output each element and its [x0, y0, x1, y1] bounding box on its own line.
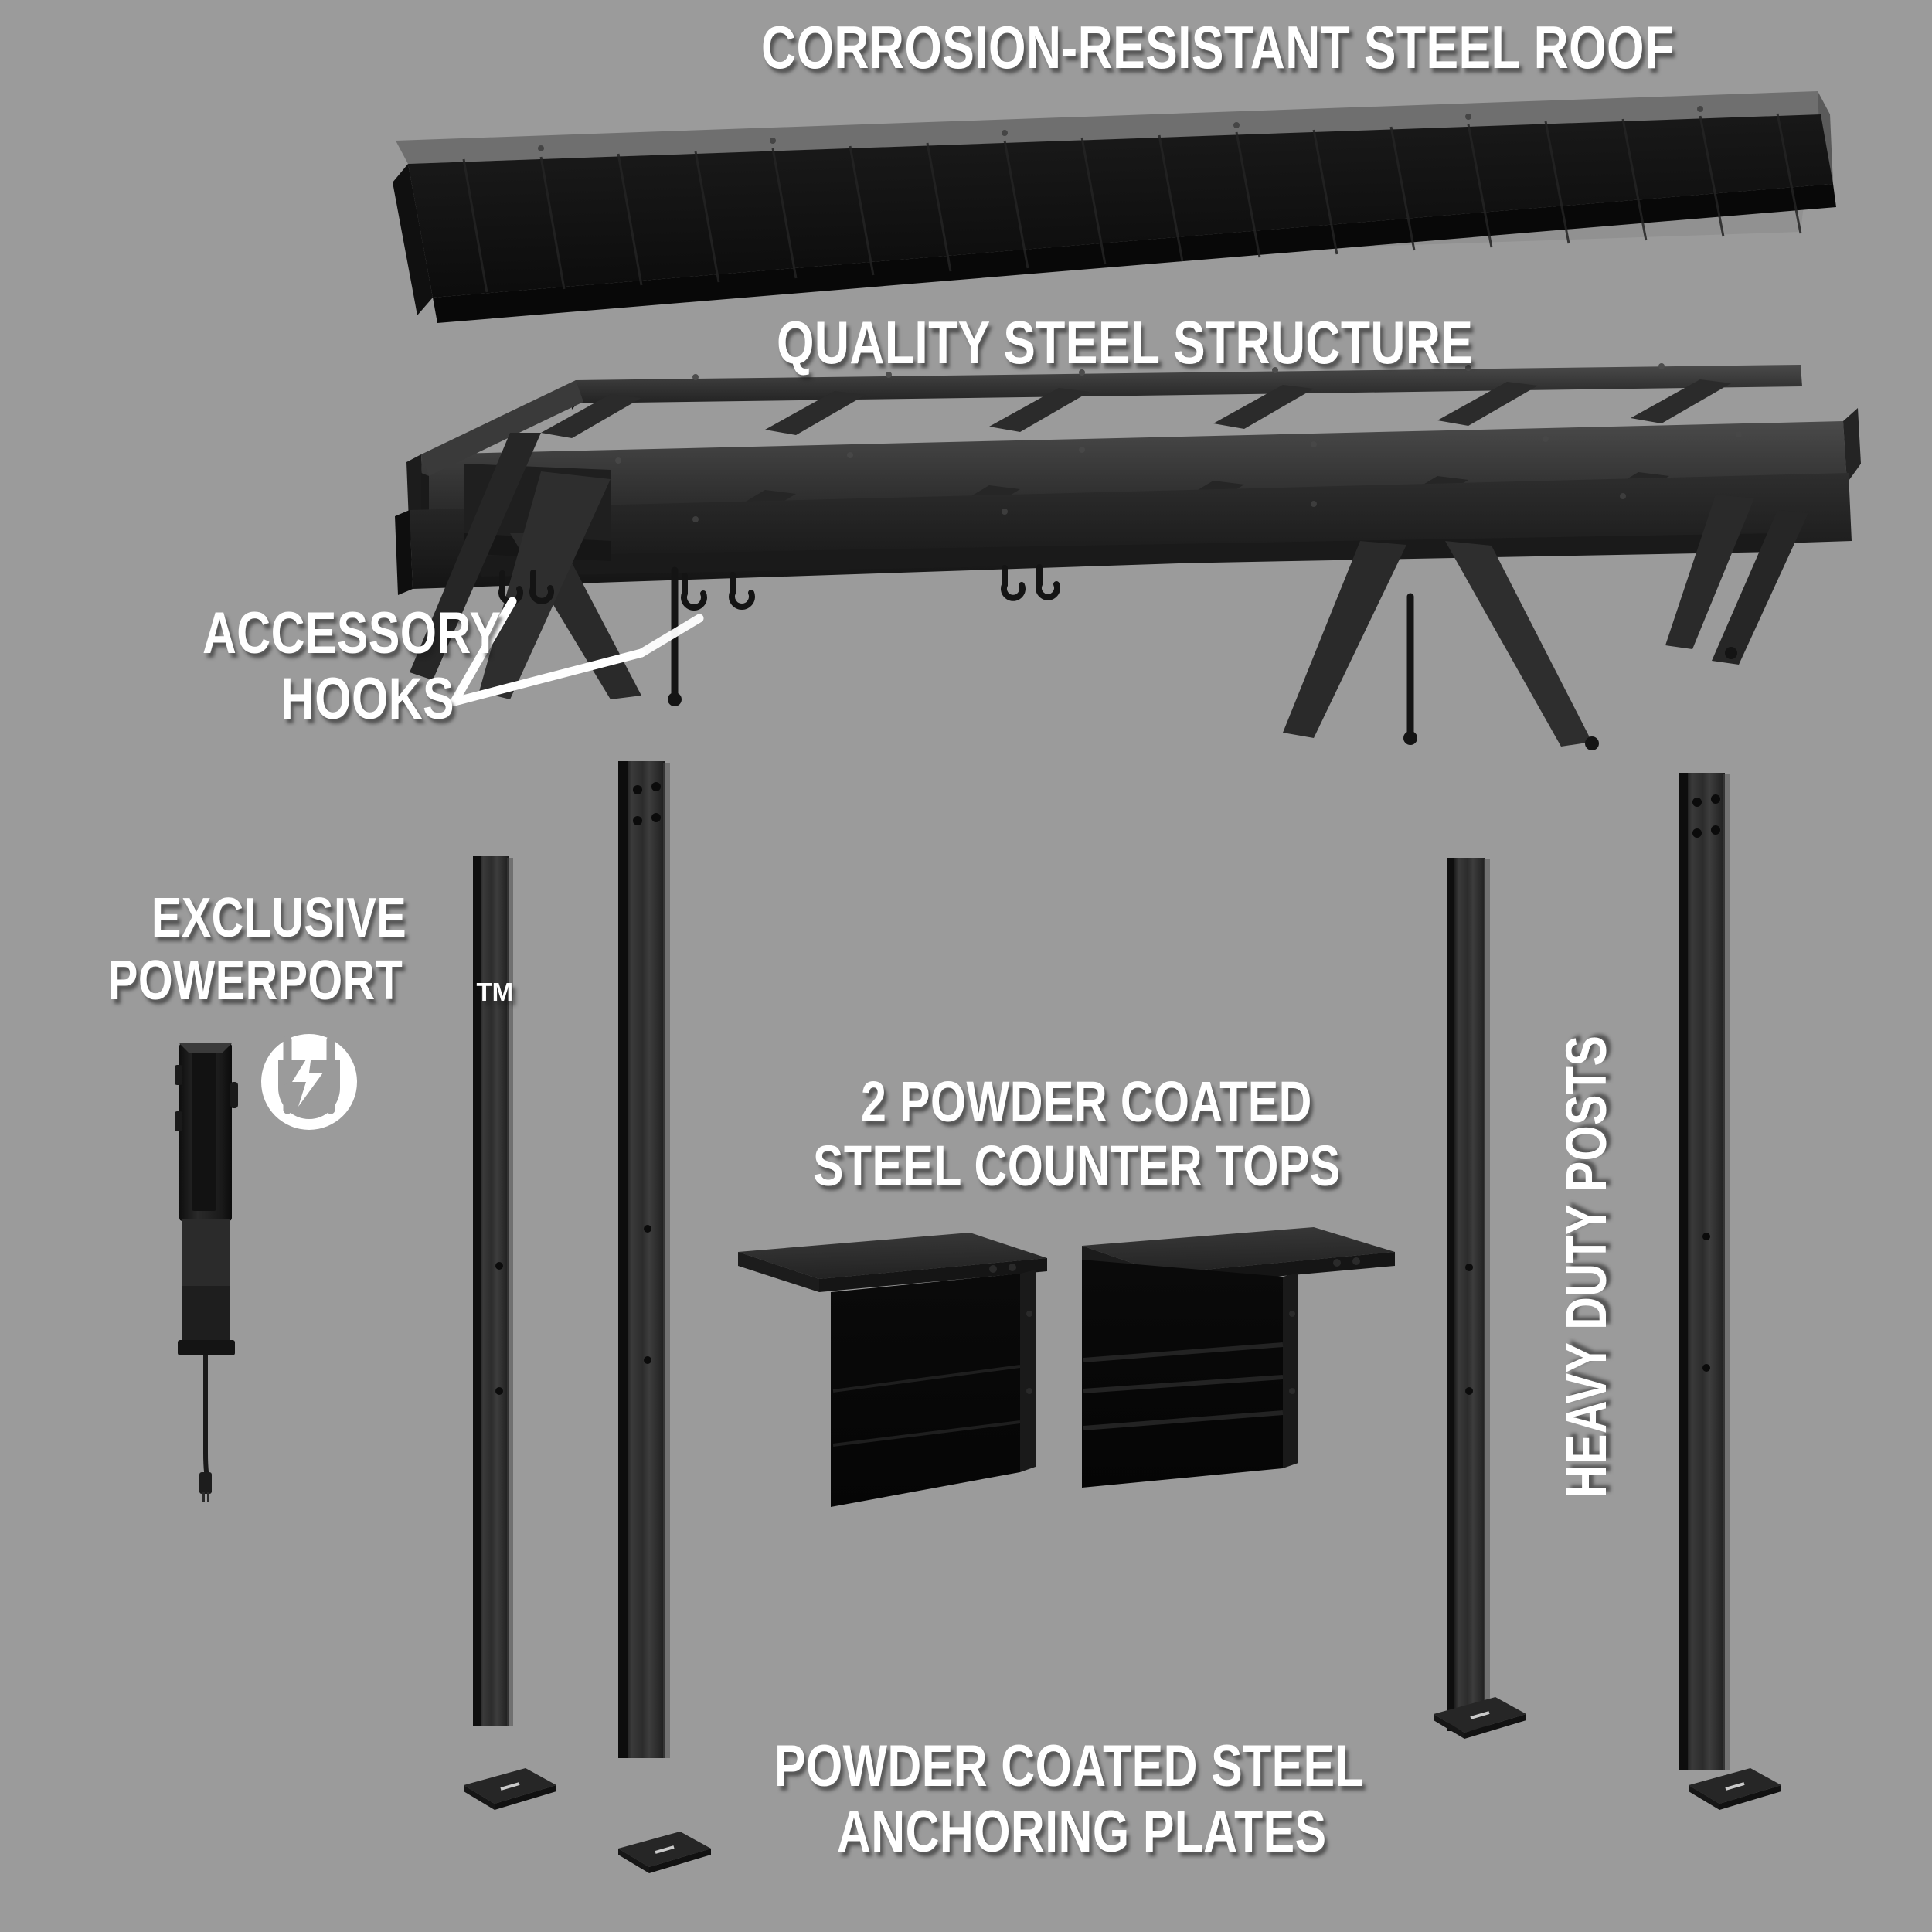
label-counter-line2: STEEL COUNTER TOPS	[813, 1133, 1341, 1198]
powerport-device	[175, 1043, 238, 1502]
trademark-symbol: TM	[476, 977, 514, 1006]
post-2	[618, 761, 670, 1758]
anchor-plate-1	[464, 1768, 556, 1810]
label-hooks-line2: HOOKS	[280, 666, 454, 733]
label-structure-text: QUALITY STEEL STRUCTURE	[777, 308, 1474, 376]
post-3	[1447, 858, 1490, 1731]
post-1	[473, 856, 513, 1726]
roof-panel	[393, 91, 1836, 323]
counter-top-left	[738, 1233, 1047, 1507]
label-anchoring-plates: POWDER COATED STEEL ANCHORING PLATES	[774, 1733, 1512, 1865]
anchor-plate-3	[1434, 1697, 1526, 1739]
counter-top-right	[1082, 1227, 1395, 1488]
label-corrosion-resistant-steel-roof: CORROSION-RESISTANT STEEL ROOF	[761, 13, 1903, 81]
label-powder-coated-counter-tops: 2 POWDER COATED STEEL COUNTER TOPS	[813, 1070, 1472, 1199]
post-4	[1679, 773, 1730, 1770]
hook-leader-lines	[450, 597, 646, 706]
steel-frame-structure	[395, 363, 1861, 750]
power-plug-bolt-icon	[261, 1034, 357, 1130]
label-accessory-hooks: ACCESSORY HOOKS	[202, 600, 576, 732]
anchor-plate-4	[1689, 1768, 1781, 1810]
label-heavy-duty-posts: HEAVY DUTY POSTS	[1554, 342, 1619, 1498]
label-plates-line1: POWDER COATED STEEL	[774, 1733, 1365, 1799]
label-power-line2: POWERPORT	[108, 949, 403, 1012]
label-exclusive-powerport: EXCLUSIVE POWERPORT TM	[108, 887, 513, 1012]
accessory-hook	[498, 564, 1060, 611]
label-power-line1: EXCLUSIVE	[151, 887, 406, 949]
label-hooks-line1: ACCESSORY	[202, 600, 502, 666]
label-plates-line2: ANCHORING PLATES	[836, 1799, 1327, 1866]
label-posts-text: HEAVY DUTY POSTS	[1554, 1035, 1618, 1498]
label-quality-steel-structure: QUALITY STEEL STRUCTURE	[777, 308, 1648, 376]
anchor-plate-2	[618, 1832, 711, 1873]
label-counter-line1: 2 POWDER COATED	[860, 1070, 1312, 1134]
label-roof-text: CORROSION-RESISTANT STEEL ROOF	[761, 13, 1675, 81]
